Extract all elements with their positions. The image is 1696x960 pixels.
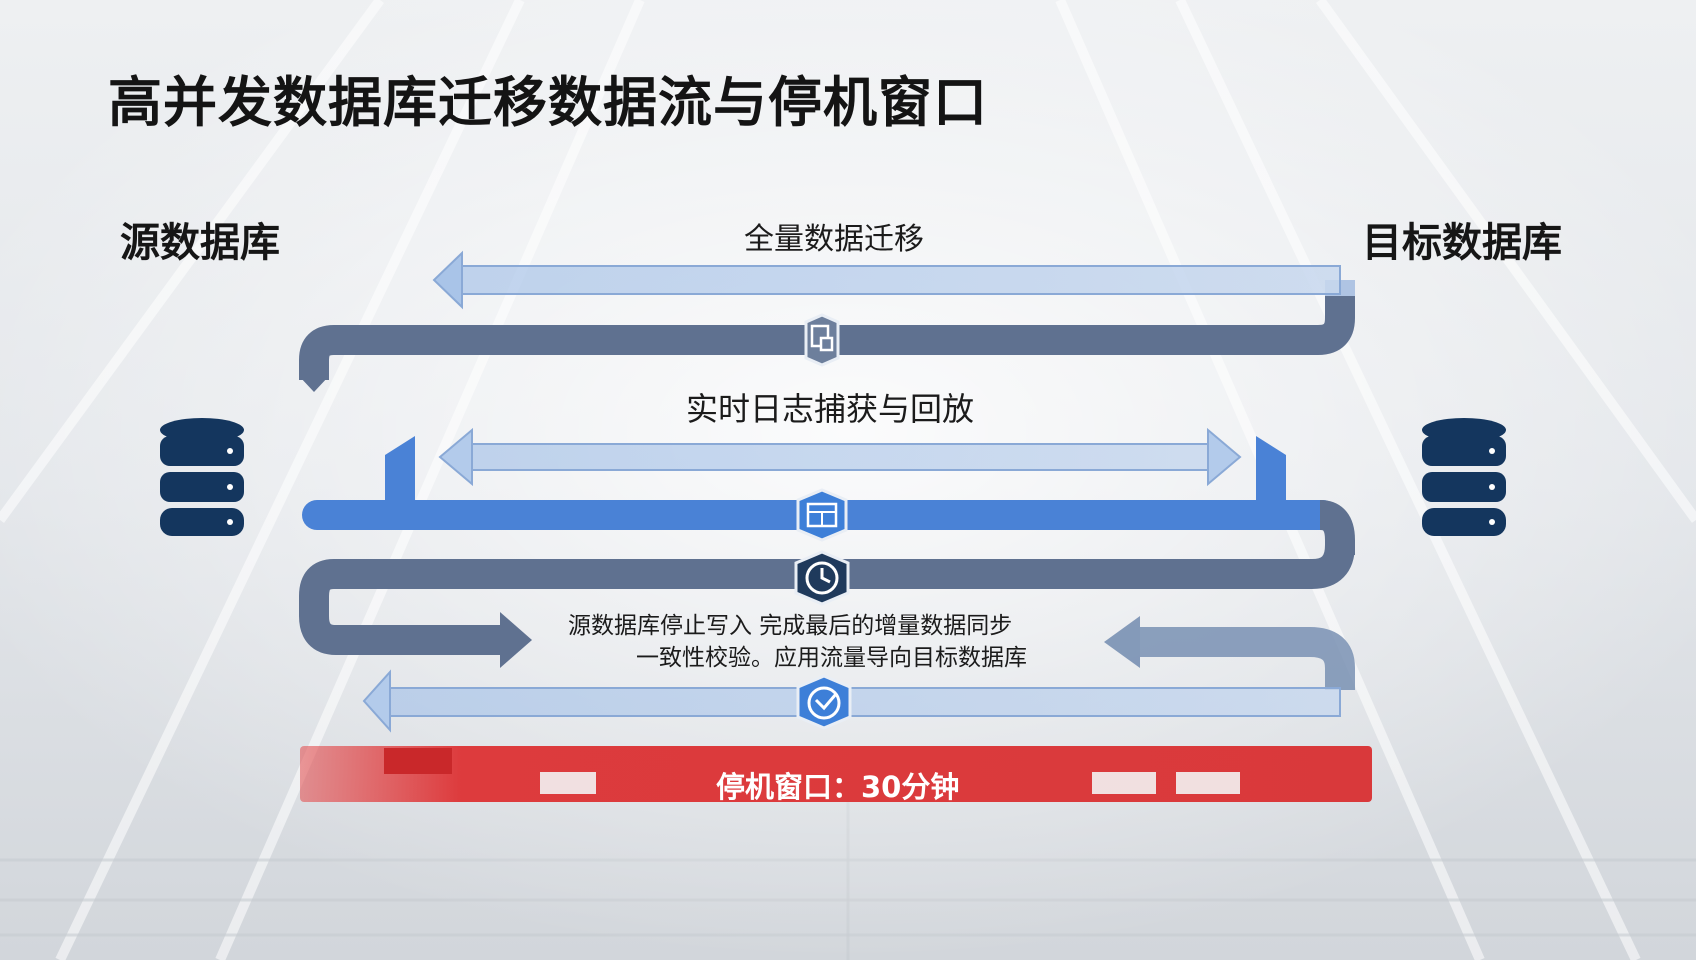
cutover-step-line2: 一致性校验。应用流量导向目标数据库	[636, 645, 1027, 671]
realtime-log-double-arrow	[385, 427, 1286, 502]
source-database-icon	[160, 418, 244, 536]
page-title: 高并发数据库迁移数据流与停机窗口	[108, 71, 988, 134]
full-migration-label: 全量数据迁移	[744, 222, 924, 257]
cutover-band	[299, 544, 1355, 668]
downtime-window-label: 停机窗口：30分钟	[716, 770, 960, 804]
cutover-step-line1: 源数据库停止写入 完成最后的增量数据同步	[568, 613, 1013, 639]
clock-icon	[794, 550, 850, 606]
full-migration-arrow	[432, 250, 1355, 310]
traffic-redirect-arrow	[1104, 616, 1355, 690]
realtime-log-label: 实时日志捕获与回放	[686, 390, 975, 428]
target-db-label: 目标数据库	[1362, 220, 1562, 266]
source-db-label: 源数据库	[120, 220, 280, 266]
document-icon	[804, 313, 840, 367]
target-database-icon	[1422, 418, 1506, 536]
downtime-window-bar	[300, 746, 1372, 802]
final-sync-band	[362, 669, 1341, 733]
stopwatch-icon	[796, 674, 852, 730]
server-icon	[796, 488, 848, 542]
